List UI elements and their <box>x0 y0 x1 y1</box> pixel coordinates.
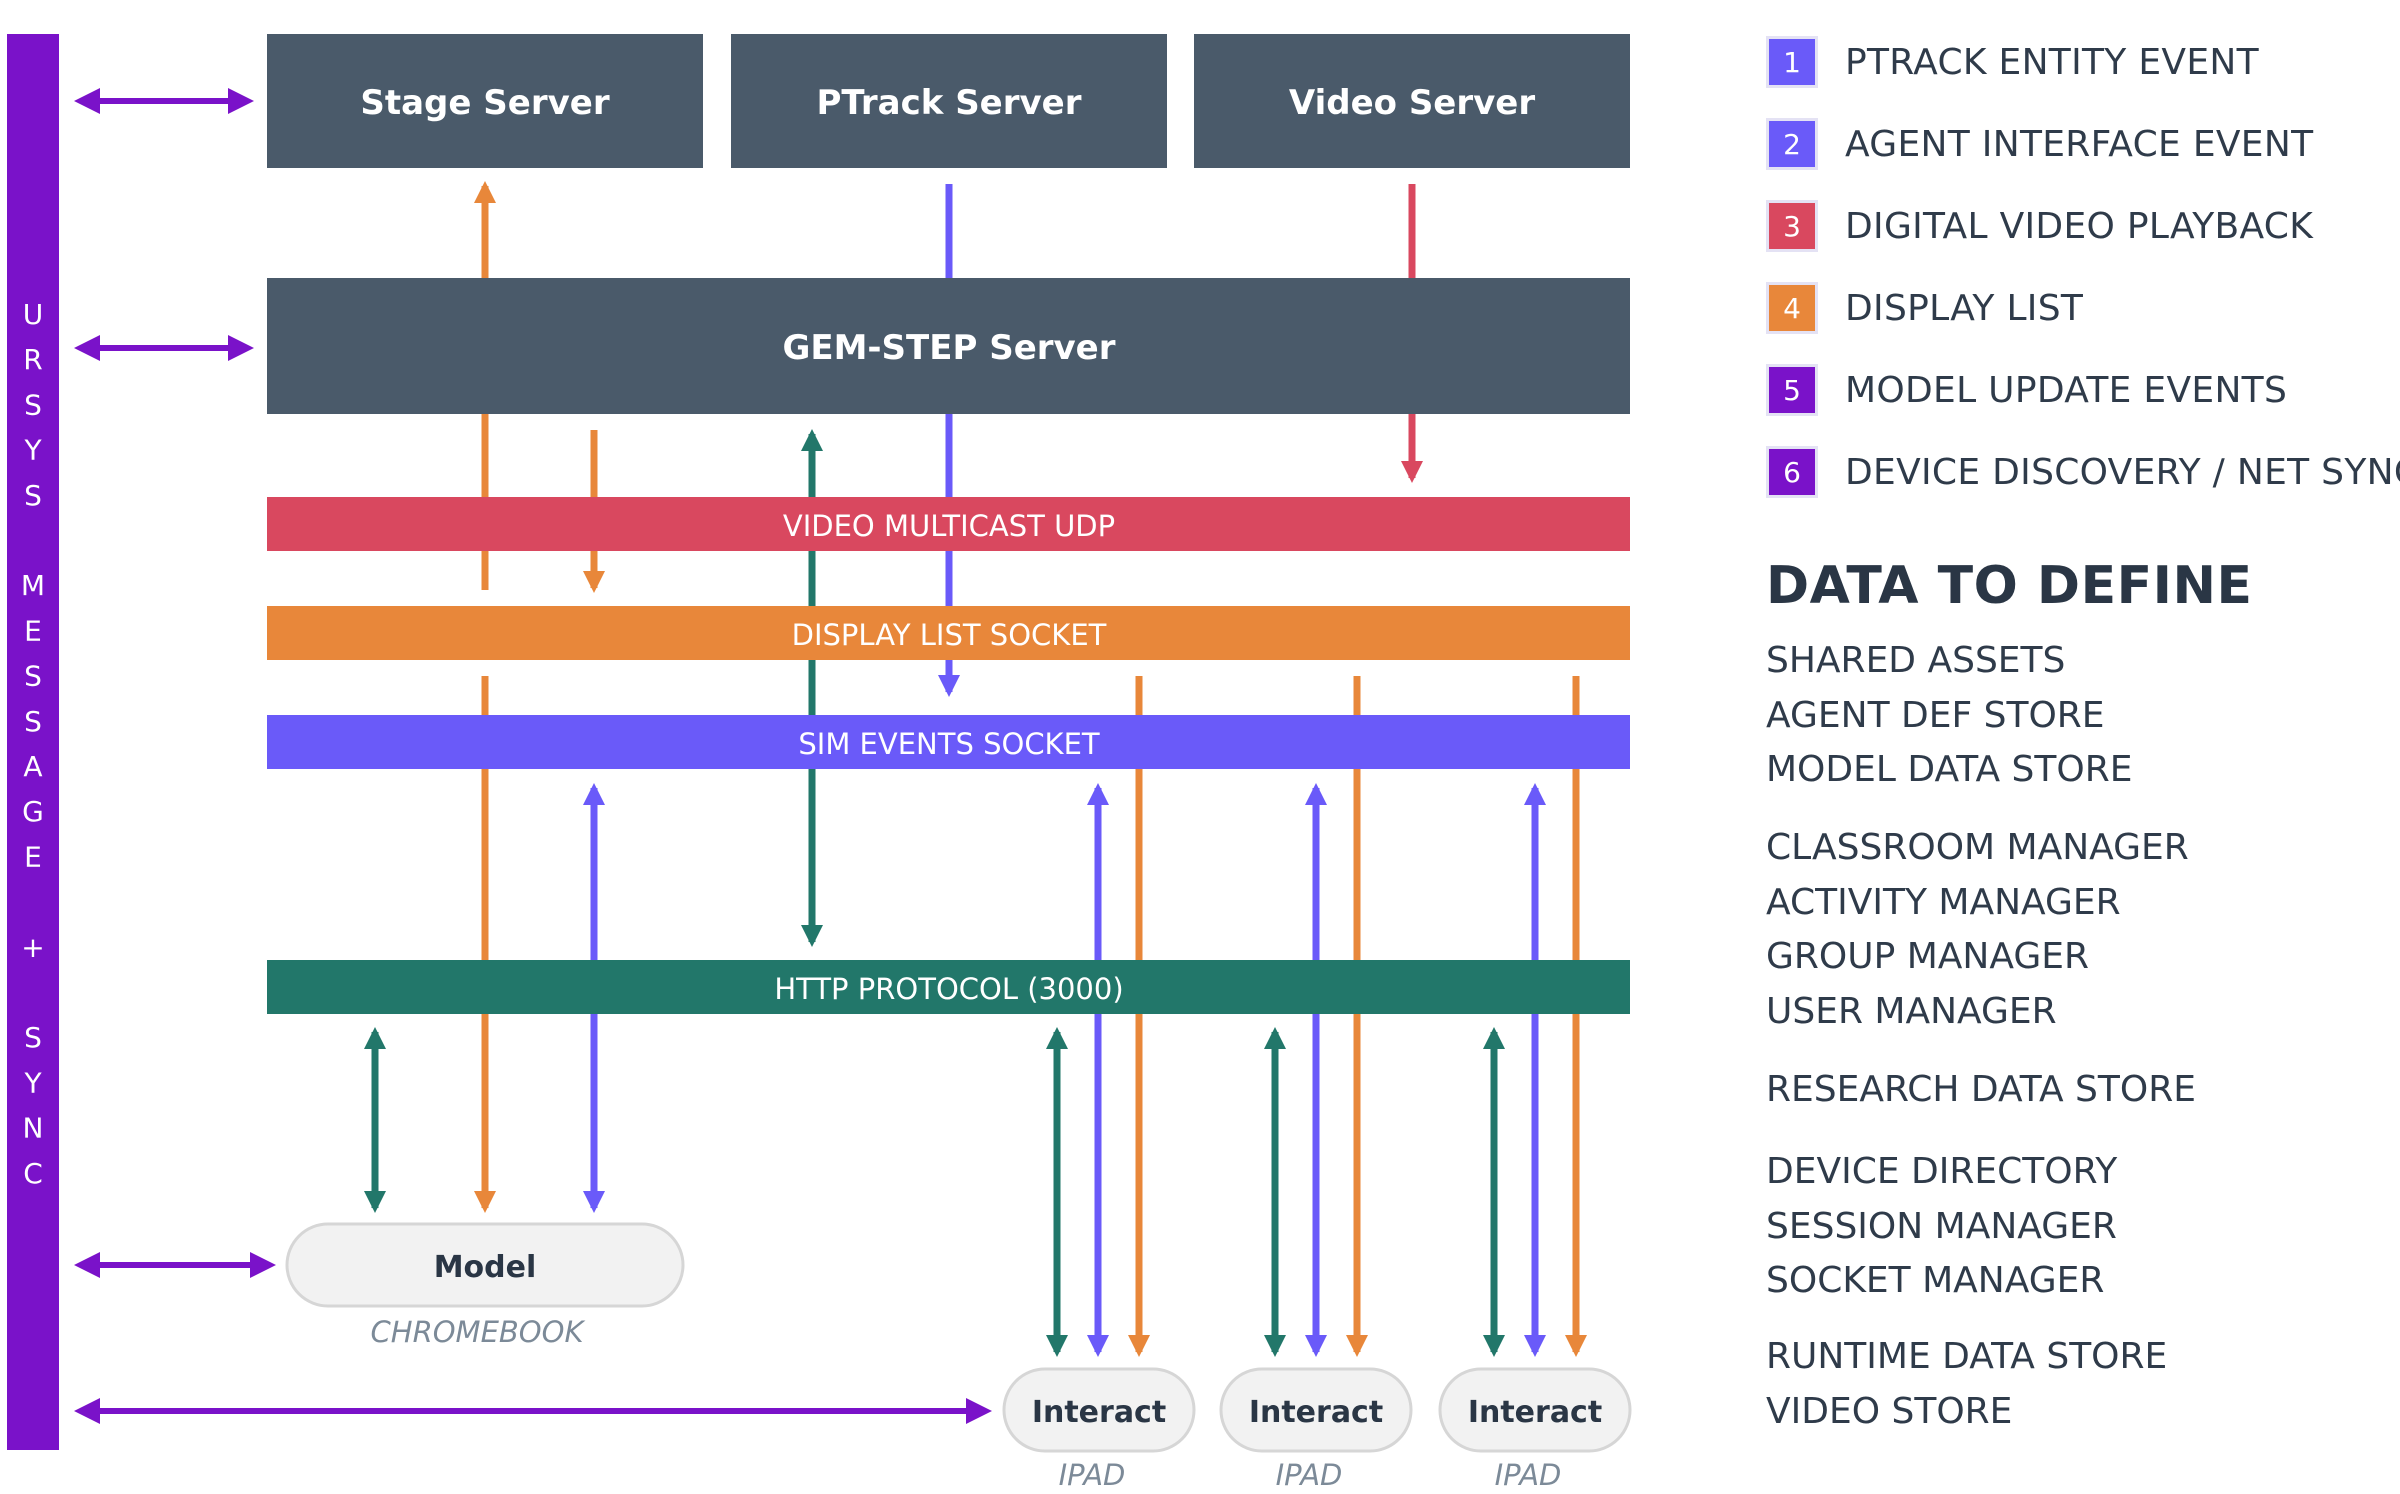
legend-badge: 5 <box>1766 364 1818 416</box>
legend-item: 3 DIGITAL VIDEO PLAYBACK <box>1766 200 2313 252</box>
legend-label: DEVICE DISCOVERY / NET SYNC <box>1845 451 2400 493</box>
legend-label: AGENT INTERFACE EVENT <box>1845 123 2314 165</box>
legend-item: 1 PTRACK ENTITY EVENT <box>1766 36 2259 88</box>
bus-letter: S <box>24 705 42 738</box>
video-udp-label: VIDEO MULTICAST UDP <box>783 509 1115 543</box>
data-to-define-item: AGENT DEF STORE <box>1766 694 2105 736</box>
bus-letter: N <box>23 1112 44 1145</box>
sim-events-socket-label: SIM EVENTS SOCKET <box>798 727 1100 761</box>
stage-server-box <box>267 34 703 168</box>
interact-device-label-1: IPAD <box>1059 1458 1126 1492</box>
data-to-define-item: SOCKET MANAGER <box>1766 1260 2105 1301</box>
legend-item: 5 MODEL UPDATE EVENTS <box>1766 364 2287 416</box>
data-to-define-item: SHARED ASSETS <box>1766 640 2066 681</box>
legend-label: MODEL UPDATE EVENTS <box>1845 369 2288 411</box>
bus-letter: Y <box>23 434 42 467</box>
bus-letter: S <box>24 388 42 421</box>
data-to-define-item: CLASSROOM MANAGER <box>1766 827 2189 868</box>
data-to-define-group: RESEARCH DATA STORE <box>1766 1063 2196 1118</box>
interact-device-label-2: IPAD <box>1276 1458 1343 1492</box>
bus-letter: M <box>21 569 45 602</box>
model-device-label: CHROMEBOOK <box>371 1315 586 1349</box>
bus-letter: A <box>23 750 42 783</box>
data-to-define-group: CLASSROOM MANAGER ACTIVITY MANAGER GROUP M… <box>1766 821 2189 1039</box>
bus-letter: E <box>24 614 42 647</box>
interact-client-label-1: Interact <box>1032 1395 1166 1430</box>
legend-item: 4 DISPLAY LIST <box>1766 282 2083 334</box>
sim-events-socket-bar <box>267 715 1630 769</box>
display-list-socket-label: DISPLAY LIST SOCKET <box>792 618 1107 652</box>
data-to-define-item: RUNTIME DATA STORE <box>1766 1336 2168 1377</box>
http-protocol-bar <box>267 960 1630 1014</box>
bus-letter: C <box>23 1157 43 1190</box>
legend-badge: 6 <box>1766 446 1818 498</box>
display-list-socket-bar <box>267 606 1630 660</box>
data-to-define-item: USER MANAGER <box>1766 990 2057 1032</box>
legend-badge: 2 <box>1766 118 1818 170</box>
data-to-define-group: DEVICE DIRECTORY SESSION MANAGER SOCKET MA… <box>1766 1145 2117 1309</box>
video-server-label: Video Server <box>1289 83 1536 123</box>
gemstep-server-label: GEM-STEP Server <box>782 328 1115 368</box>
data-to-define-item: MODEL DATA STORE <box>1766 749 2133 790</box>
legend-label: DIGITAL VIDEO PLAYBACK <box>1845 205 2314 247</box>
video-udp-bar <box>267 497 1630 551</box>
interact-client-box-2 <box>1219 1367 1413 1453</box>
bus-letter: S <box>24 479 42 512</box>
data-to-define-item: ACTIVITY MANAGER <box>1766 881 2121 923</box>
legend-badge: 3 <box>1766 200 1818 252</box>
legend-badge: 1 <box>1766 36 1818 88</box>
data-to-define-title: DATA TO DEFINE <box>1766 556 2253 616</box>
interact-client-box-3 <box>1438 1367 1632 1453</box>
interact-client-label-2: Interact <box>1249 1395 1383 1430</box>
model-client-box <box>285 1222 685 1308</box>
data-to-define-item: DEVICE DIRECTORY <box>1766 1151 2118 1192</box>
data-to-define-item: GROUP MANAGER <box>1766 936 2090 977</box>
bus-letter: S <box>24 1021 42 1054</box>
bus-letter: Y <box>23 1066 42 1099</box>
model-client-label: Model <box>434 1250 537 1285</box>
bus-letter: R <box>23 343 42 376</box>
data-to-define-group: RUNTIME DATA STORE VIDEO STORE <box>1766 1330 2167 1439</box>
interact-device-label-3: IPAD <box>1495 1458 1562 1492</box>
bus-letter: + <box>21 931 44 964</box>
legend-label: PTRACK ENTITY EVENT <box>1845 41 2259 83</box>
ptrack-server-label: PTrack Server <box>817 83 1082 123</box>
stage-server-label: Stage Server <box>360 83 609 123</box>
bus-letter: U <box>23 298 44 331</box>
legend-label: DISPLAY LIST <box>1845 287 2084 329</box>
data-to-define-item: SESSION MANAGER <box>1766 1205 2117 1247</box>
legend-badge: 4 <box>1766 282 1818 334</box>
bus-letter: S <box>24 660 42 693</box>
legend-item: 2 AGENT INTERFACE EVENT <box>1766 118 2313 170</box>
legend-item: 6 DEVICE DISCOVERY / NET SYNC <box>1766 446 2400 498</box>
bus-letter: E <box>24 840 42 873</box>
interact-client-label-3: Interact <box>1468 1395 1602 1430</box>
data-to-define-item: RESEARCH DATA STORE <box>1766 1069 2196 1110</box>
interact-client-box-1 <box>1002 1367 1196 1453</box>
http-protocol-label: HTTP PROTOCOL (3000) <box>774 972 1123 1006</box>
data-to-define-item: VIDEO STORE <box>1766 1390 2013 1432</box>
ursys-message-bus <box>7 34 59 1450</box>
data-to-define-group: SHARED ASSETS AGENT DEF STORE MODEL DATA S… <box>1766 634 2133 798</box>
ptrack-server-box <box>731 34 1167 168</box>
gemstep-server-box <box>267 278 1630 414</box>
video-server-box <box>1194 34 1630 168</box>
bus-letter: G <box>22 795 44 828</box>
